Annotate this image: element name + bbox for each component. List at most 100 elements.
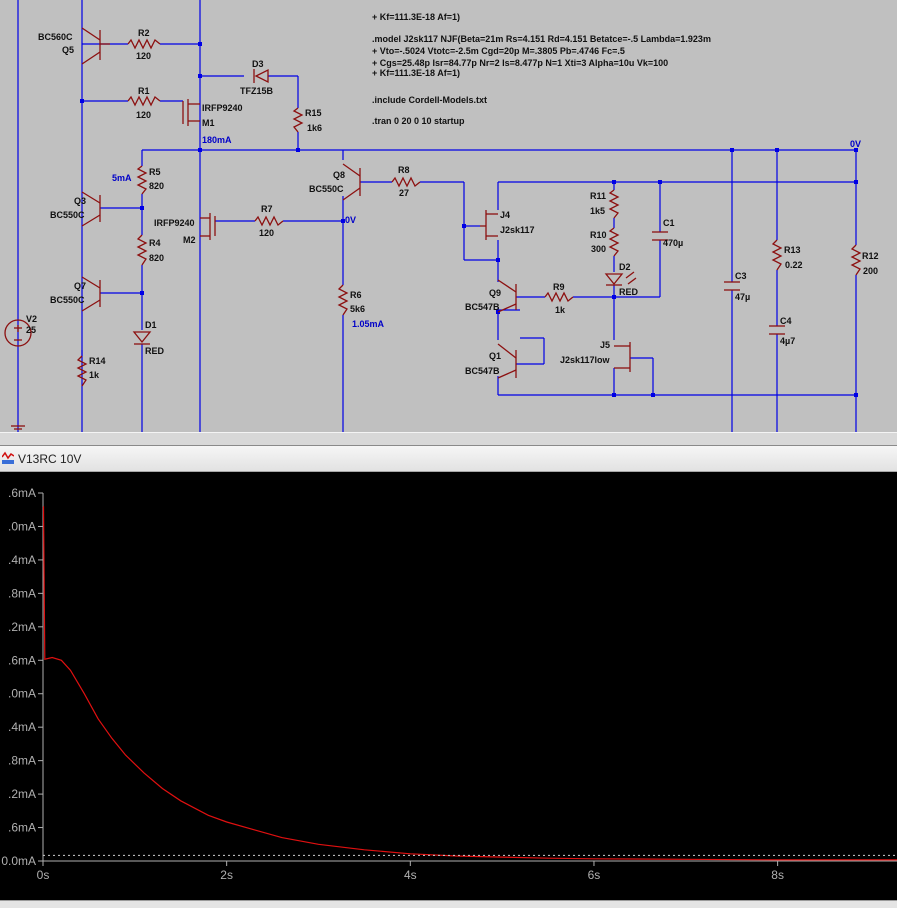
directive-line-3[interactable]: + Vto=-.5024 Vtotc=-2.5m Cgd=20p M=.3805… bbox=[372, 46, 625, 56]
r11-value[interactable]: 1k5 bbox=[590, 206, 605, 216]
r1-value[interactable]: 120 bbox=[136, 110, 151, 120]
q5-type[interactable]: BC560C bbox=[38, 32, 73, 42]
schematic-canvas[interactable]: + Kf=111.3E-18 Af=1) .model J2sk117 NJF(… bbox=[0, 0, 897, 432]
x-tick-label: 4s bbox=[404, 868, 417, 882]
q7-type[interactable]: BC550C bbox=[50, 295, 85, 305]
v2-value[interactable]: 25 bbox=[26, 325, 36, 335]
d1-ref[interactable]: D1 bbox=[145, 320, 157, 330]
y-tick-label: .6mA bbox=[8, 821, 36, 835]
r12-ref[interactable]: R12 bbox=[862, 251, 879, 261]
c3-value[interactable]: 47µ bbox=[735, 292, 750, 302]
r7-value[interactable]: 120 bbox=[259, 228, 274, 238]
r13-ref[interactable]: R13 bbox=[784, 245, 801, 255]
v2-ref[interactable]: V2 bbox=[26, 314, 37, 324]
tran-directive[interactable]: .tran 0 20 0 10 startup bbox=[372, 116, 465, 126]
waveform-window-title: V13RC 10V bbox=[18, 452, 82, 466]
r12-value[interactable]: 200 bbox=[863, 266, 878, 276]
m1-ref[interactable]: M1 bbox=[202, 118, 215, 128]
r14-ref[interactable]: R14 bbox=[89, 356, 106, 366]
wires bbox=[17, 0, 857, 432]
c3-ref[interactable]: C3 bbox=[735, 271, 747, 281]
j4-type[interactable]: J2sk117 bbox=[500, 225, 535, 235]
r2-ref[interactable]: R2 bbox=[138, 28, 150, 38]
r6-value[interactable]: 5k6 bbox=[350, 304, 365, 314]
r6-ref[interactable]: R6 bbox=[350, 290, 362, 300]
y-tick-label: .6mA bbox=[8, 653, 36, 667]
d1-type[interactable]: RED bbox=[145, 346, 165, 356]
q5-ref[interactable]: Q5 bbox=[62, 45, 74, 55]
r15-ref[interactable]: R15 bbox=[305, 108, 322, 118]
current-trace[interactable] bbox=[42, 506, 897, 861]
d3-ref[interactable]: D3 bbox=[252, 59, 264, 69]
y-tick-label: 0.0mA bbox=[1, 854, 36, 868]
m2-type[interactable]: IRFP9240 bbox=[154, 218, 195, 228]
y-tick-label: .6mA bbox=[8, 486, 36, 500]
directive-line-4[interactable]: + Cgs=25.48p Isr=84.77p Nr=2 Is=8.477p N… bbox=[372, 58, 668, 68]
r14-value[interactable]: 1k bbox=[89, 370, 100, 380]
d2-ref[interactable]: D2 bbox=[619, 262, 631, 272]
d3-type[interactable]: TFZ15B bbox=[240, 86, 274, 96]
m2-ref[interactable]: M2 bbox=[183, 235, 196, 245]
q9-ref[interactable]: Q9 bbox=[489, 288, 501, 298]
r8-value[interactable]: 27 bbox=[399, 188, 409, 198]
c4-value[interactable]: 4µ7 bbox=[780, 336, 795, 346]
r8-ref[interactable]: R8 bbox=[398, 165, 410, 175]
include-directive[interactable]: .include Cordell-Models.txt bbox=[372, 95, 487, 105]
status-bar bbox=[0, 900, 897, 908]
r11-ref[interactable]: R11 bbox=[590, 191, 606, 201]
j5-ref[interactable]: J5 bbox=[600, 340, 610, 350]
r1-ref[interactable]: R1 bbox=[138, 86, 150, 96]
q9-type[interactable]: BC547B bbox=[465, 302, 500, 312]
x-tick-label: 6s bbox=[588, 868, 601, 882]
x-tick-label: 0s bbox=[37, 868, 50, 882]
q8-type[interactable]: BC550C bbox=[309, 184, 344, 194]
r10-ref[interactable]: R10 bbox=[590, 230, 607, 240]
y-tick-label: .4mA bbox=[8, 720, 36, 734]
q1-ref[interactable]: Q1 bbox=[489, 351, 501, 361]
y-tick-label: .8mA bbox=[8, 586, 36, 600]
y-tick-label: .2mA bbox=[8, 787, 36, 801]
r15-value[interactable]: 1k6 bbox=[307, 123, 322, 133]
directive-line-2[interactable]: .model J2sk117 NJF(Beta=21m Rs=4.151 Rd=… bbox=[372, 34, 711, 44]
r13-value[interactable]: 0.22 bbox=[785, 260, 803, 270]
component-symbols bbox=[4, 27, 862, 430]
node-0v-label[interactable]: 0V bbox=[345, 215, 356, 225]
directive-line-5[interactable]: + Kf=111.3E-18 Af=1) bbox=[372, 68, 460, 78]
q8-ref[interactable]: Q8 bbox=[333, 170, 345, 180]
c1-ref[interactable]: C1 bbox=[663, 218, 675, 228]
r9-ref[interactable]: R9 bbox=[553, 282, 565, 292]
r2-value[interactable]: 120 bbox=[136, 51, 151, 61]
x-tick-label: 2s bbox=[220, 868, 233, 882]
r4-value[interactable]: 820 bbox=[149, 253, 164, 263]
r7-ref[interactable]: R7 bbox=[261, 204, 273, 214]
d2-type[interactable]: RED bbox=[619, 287, 639, 297]
waveform-window-titlebar[interactable]: V13RC 10V bbox=[0, 446, 897, 472]
j5-type[interactable]: J2sk117low bbox=[560, 355, 611, 365]
waveform-icon bbox=[2, 451, 14, 464]
y-tick-label: .2mA bbox=[8, 620, 36, 634]
waveform-chart[interactable]: 0.0mA.6mA.2mA.8mA.4mA.0mA.6mA.2mA.8mA.4m… bbox=[0, 472, 897, 900]
r6-current-label[interactable]: 1.05mA bbox=[352, 319, 385, 329]
y-tick-label: .0mA bbox=[8, 687, 36, 701]
r5-ref[interactable]: R5 bbox=[149, 167, 161, 177]
r4-ref[interactable]: R4 bbox=[149, 238, 161, 248]
r10-value[interactable]: 300 bbox=[591, 244, 606, 254]
splitter-bar[interactable] bbox=[0, 432, 897, 446]
r9-value[interactable]: 1k bbox=[555, 305, 566, 315]
schematic-editor[interactable]: + Kf=111.3E-18 Af=1) .model J2sk117 NJF(… bbox=[0, 0, 897, 432]
q3-type[interactable]: BC550C bbox=[50, 210, 85, 220]
r5-current-label[interactable]: 5mA bbox=[112, 173, 132, 183]
c1-value[interactable]: 470µ bbox=[663, 238, 683, 248]
q1-type[interactable]: BC547B bbox=[465, 366, 500, 376]
m1-current-label[interactable]: 180mA bbox=[202, 135, 232, 145]
j4-ref[interactable]: J4 bbox=[500, 210, 510, 220]
c4-ref[interactable]: C4 bbox=[780, 316, 792, 326]
q3-ref[interactable]: Q3 bbox=[74, 196, 86, 206]
r5-value[interactable]: 820 bbox=[149, 181, 164, 191]
q7-ref[interactable]: Q7 bbox=[74, 281, 86, 291]
waveform-plot[interactable]: 0.0mA.6mA.2mA.8mA.4mA.0mA.6mA.2mA.8mA.4m… bbox=[0, 472, 897, 900]
x-tick-label: 8s bbox=[771, 868, 784, 882]
m1-type[interactable]: IRFP9240 bbox=[202, 103, 243, 113]
rail-0v-label[interactable]: 0V bbox=[850, 139, 861, 149]
directive-line-1[interactable]: + Kf=111.3E-18 Af=1) bbox=[372, 12, 460, 22]
